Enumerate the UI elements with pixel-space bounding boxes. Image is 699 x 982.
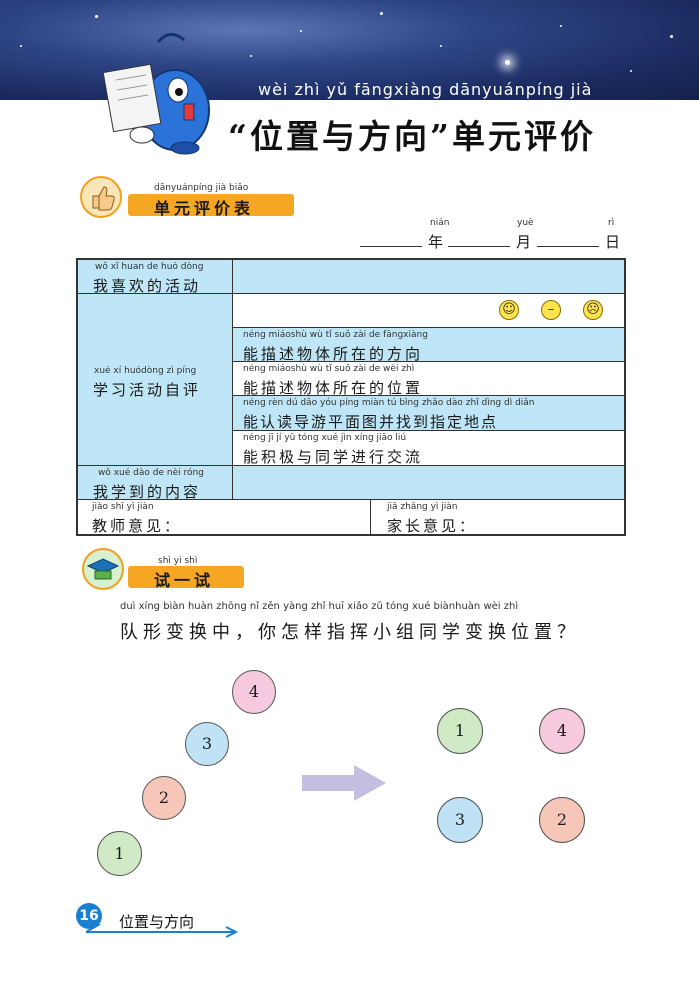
student-circle-1: 1 (97, 831, 142, 876)
item4-pinyin: néng jī jí yǔ tóng xué jìn xíng jiāo liú (243, 433, 407, 443)
row-learned-header: wǒ xué dào de nèi róng 我学到的内容 (77, 465, 233, 501)
happy-face-icon[interactable]: ☺ (499, 300, 519, 320)
favorite-activity-answer[interactable] (232, 259, 625, 294)
section-badge-evaluation (128, 194, 294, 216)
self-eval-label: 学习活动自评 (93, 381, 202, 399)
footer-title: 位置与方向 (119, 913, 195, 931)
self-eval-item[interactable]: néng rèn dú dǎo yóu píng miàn tú bìng zh… (232, 395, 625, 431)
learned-pinyin: wǒ xué dào de nèi róng (98, 468, 204, 478)
section2-pinyin: shì yi shì (158, 556, 198, 566)
self-eval-pinyin: xué xí huódòng zì píng (94, 366, 197, 376)
right-arrow-icon (302, 765, 386, 801)
year-label: 年 (428, 233, 444, 251)
student-circle-4: 4 (232, 670, 276, 714)
day-label: 日 (605, 233, 621, 251)
evaluation-table: wǒ xǐ huan de huó dòng 我喜欢的活动 xué xí huó… (76, 258, 626, 536)
day-pinyin: rì (608, 218, 615, 228)
section1-title: 单元评价表 (154, 199, 255, 218)
student-circle-2: 2 (142, 776, 186, 820)
parent-pinyin: jiā zhǎng yì jiàn (387, 502, 458, 512)
self-eval-item[interactable]: néng jī jí yǔ tóng xué jìn xíng jiāo liú… (232, 430, 625, 466)
row1-pinyin: wǒ xǐ huan de huó dòng (95, 262, 204, 272)
month-pinyin: yuè (517, 218, 534, 228)
page-title: “位置与方向”单元评价 (228, 117, 596, 156)
item1-pinyin: néng miáoshù wù tǐ suǒ zài de fāngxiàng (243, 330, 428, 340)
student-circle-3: 3 (185, 722, 229, 766)
student-circle-2: 2 (539, 797, 585, 843)
month-blank[interactable] (448, 246, 510, 247)
day-blank[interactable] (537, 246, 599, 247)
section1-pinyin: dānyuánpíng jià biǎo (154, 183, 249, 193)
student-circle-1: 1 (437, 708, 483, 754)
self-eval-item[interactable]: néng miáoshù wù tǐ suǒ zài de wèi zhì 能描… (232, 361, 625, 397)
question-text: 队形变换中，你怎样指挥小组同学变换位置？ (120, 622, 580, 643)
month-label: 月 (516, 233, 532, 251)
year-pinyin: nián (430, 218, 450, 228)
parent-label: 家长意见： (387, 517, 478, 535)
item3-pinyin: néng rèn dú dǎo yóu píng miàn tú bìng zh… (243, 398, 535, 408)
student-circle-3: 3 (437, 797, 483, 843)
self-evaluation-header: xué xí huódòng zì píng 学习活动自评 (77, 293, 233, 466)
thumbs-up-icon (80, 176, 122, 218)
faces-row: ☺ – ☹ (232, 293, 625, 328)
mascot-illustration (102, 33, 210, 155)
title-pinyin: wèi zhì yǔ fāngxiàng dānyuánpíng jià (258, 80, 593, 99)
student-circle-4: 4 (539, 708, 585, 754)
neutral-face-icon[interactable]: – (541, 300, 561, 320)
section2-title: 试一试 (154, 571, 215, 590)
teacher-pinyin: jiào shī yì jiàn (92, 502, 154, 512)
learned-label: 我学到的内容 (93, 483, 202, 501)
graduation-cap-icon (82, 548, 124, 590)
year-blank[interactable] (360, 246, 422, 247)
teacher-label: 教师意见： (92, 517, 183, 535)
row1-label: 我喜欢的活动 (93, 277, 202, 295)
footer-arrow-icon (86, 924, 239, 938)
parent-opinion-cell[interactable]: jiā zhǎng yì jiàn 家长意见： (370, 499, 625, 535)
item3-label: 能认读导游平面图并找到指定地点 (243, 413, 499, 431)
item2-pinyin: néng miáoshù wù tǐ suǒ zài de wèi zhì (243, 364, 415, 374)
question-pinyin: duì xíng biàn huàn zhōng nǐ zěn yàng zhǐ… (120, 601, 519, 612)
sad-face-icon[interactable]: ☹ (583, 300, 603, 320)
section-badge-try (128, 566, 244, 588)
item4-label: 能积极与同学进行交流 (243, 448, 424, 466)
self-eval-item[interactable]: néng miáoshù wù tǐ suǒ zài de fāngxiàng … (232, 327, 625, 363)
item2-label: 能描述物体所在的位置 (243, 379, 424, 397)
teacher-opinion-cell[interactable]: jiào shī yì jiàn 教师意见： (77, 499, 371, 535)
learned-answer[interactable] (232, 465, 625, 500)
row-favorite-activity-header: wǒ xǐ huan de huó dòng 我喜欢的活动 (77, 259, 233, 295)
item1-label: 能描述物体所在的方向 (243, 345, 424, 363)
